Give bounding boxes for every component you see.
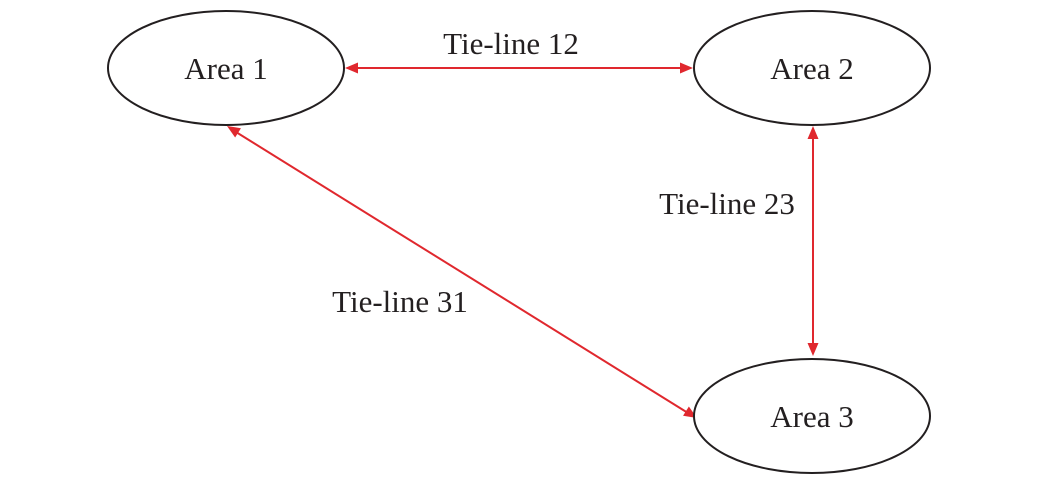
node-area-1: Area 1 <box>107 10 345 126</box>
node-area-1-shape <box>107 10 345 126</box>
tie-line-31 <box>227 126 697 418</box>
tie-line-12 <box>345 62 693 74</box>
node-area-1-label: Area 1 <box>184 51 267 86</box>
tie-line-23-arrow-down <box>807 343 819 356</box>
node-area-2: Area 2 <box>693 10 931 126</box>
node-area-2-label: Area 2 <box>770 51 853 86</box>
tie-line-31-arrow-area1 <box>227 126 241 138</box>
node-area-3: Area 3 <box>693 358 931 474</box>
tie-line-12-arrow-left <box>345 62 358 74</box>
tie-line-23-arrow-up <box>807 126 819 139</box>
tie-line-12-label: Tie-line 12 <box>443 26 579 61</box>
tie-line-31-label: Tie-line 31 <box>332 284 468 319</box>
node-area-3-label: Area 3 <box>770 399 853 434</box>
node-area-2-shape <box>693 10 931 126</box>
tie-line-12-arrow-right <box>680 62 693 74</box>
tie-line-23-label: Tie-line 23 <box>659 186 795 221</box>
node-area-3-shape <box>693 358 931 474</box>
tie-line-23 <box>807 126 819 356</box>
tie-line-31-line <box>235 131 689 414</box>
